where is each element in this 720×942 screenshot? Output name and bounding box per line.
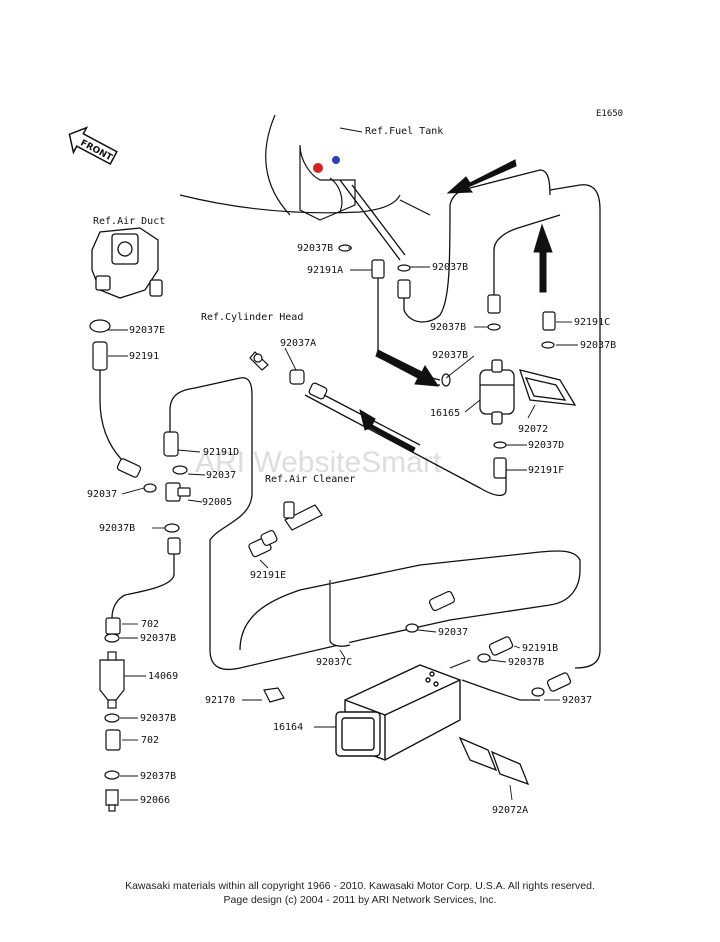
- ref-air-duct: Ref.Air Duct: [93, 216, 165, 227]
- label-92037C: 92037C: [316, 657, 352, 668]
- label-92191A: 92191A: [307, 265, 343, 276]
- label-92037A: 92037A: [280, 338, 316, 349]
- flow-arrows: [359, 159, 553, 453]
- label-92037B: 92037B: [99, 523, 135, 534]
- label-92191F: 92191F: [528, 465, 564, 476]
- label-92037D: 92037D: [528, 440, 564, 451]
- label-92191C: 92191C: [574, 317, 610, 328]
- watermark: ARI WebsiteSmart: [195, 446, 442, 479]
- label-92191D: 92191D: [203, 447, 239, 458]
- label-92037B: 92037B: [432, 350, 468, 361]
- copyright-line: Kawasaki materials within all copyright …: [125, 880, 595, 892]
- label-16164: 16164: [273, 722, 303, 733]
- page-design-line: Page design (c) 2004 - 2011 by ARI Netwo…: [223, 894, 497, 906]
- label-92037: 92037: [206, 470, 236, 481]
- bracket-92072: [519, 369, 577, 406]
- bracket-92072A: [458, 736, 530, 786]
- label-92072: 92072: [518, 424, 548, 435]
- air-duct-assembly: [91, 227, 163, 299]
- label-92037B: 92037B: [140, 713, 176, 724]
- label-92037B: 92037B: [508, 657, 544, 668]
- label-14069: 14069: [148, 671, 178, 682]
- label-92191B: 92191B: [522, 643, 558, 654]
- label-92037B: 92037B: [580, 340, 616, 351]
- ref-air-cleaner: Ref.Air Cleaner: [265, 474, 355, 485]
- label-92037B: 92037B: [430, 322, 466, 333]
- label-702: 702: [141, 619, 159, 630]
- label-92191: 92191: [129, 351, 159, 362]
- diagram-code: E1650: [596, 109, 623, 119]
- label-92037B: 92037B: [432, 262, 468, 273]
- fuel-tank-shape: [179, 114, 431, 221]
- label-92037B: 92037B: [140, 633, 176, 644]
- label-92072A: 92072A: [492, 805, 528, 816]
- label-92037: 92037: [438, 627, 468, 638]
- label-92170: 92170: [205, 695, 235, 706]
- label-92037: 92037: [87, 489, 117, 500]
- front-arrow-icon: FRONT: [68, 126, 118, 166]
- label-92037: 92037: [562, 695, 592, 706]
- label-702: 702: [141, 735, 159, 746]
- label-92037E: 92037E: [129, 325, 165, 336]
- label-92037B: 92037B: [140, 771, 176, 782]
- ref-cylinder-head: Ref.Cylinder Head: [201, 312, 303, 323]
- ref-fuel-tank: Ref.Fuel Tank: [365, 126, 443, 137]
- canister-16164: [335, 664, 461, 761]
- label-92037B: 92037B: [297, 243, 333, 254]
- label-16165: 16165: [430, 408, 460, 419]
- red-marker: [313, 163, 323, 173]
- label-92005: 92005: [202, 497, 232, 508]
- label-92066: 92066: [140, 795, 170, 806]
- fuel-filter-16165: [479, 359, 515, 425]
- blue-marker: [332, 156, 340, 164]
- label-92191E: 92191E: [250, 570, 286, 581]
